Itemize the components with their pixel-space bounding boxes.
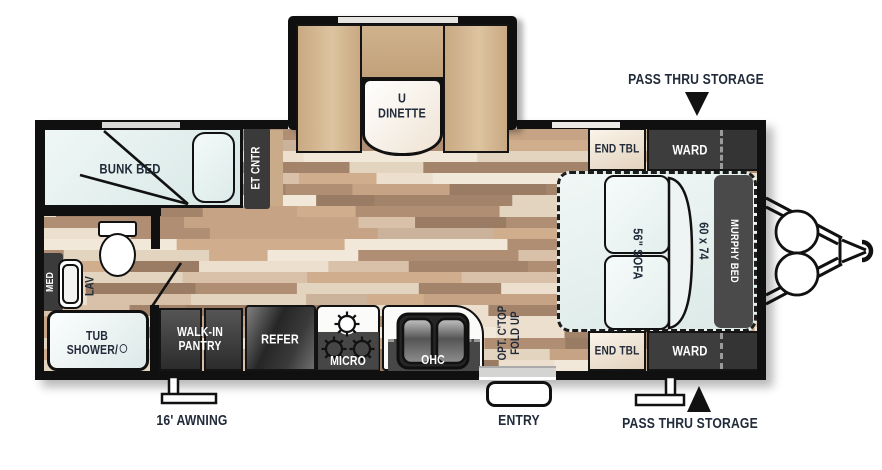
pass-thru-storage-top-label: PASS THRU STORAGE <box>628 71 764 88</box>
front-window <box>552 122 620 128</box>
awning-label: 16' AWNING <box>156 412 228 429</box>
arrow-down-icon <box>685 92 709 116</box>
awning-arm-left <box>160 375 218 405</box>
med-label: MED <box>44 271 57 293</box>
med-cabinet <box>40 253 63 311</box>
bunk-window <box>102 122 180 128</box>
end-table-bottom <box>588 331 646 371</box>
et-cntr-label: ET CNTR <box>250 146 263 190</box>
end-tbl-top-label: END TBL <box>594 141 640 156</box>
awning-arm-right <box>634 375 686 407</box>
wardrobe-top <box>647 128 757 171</box>
wardrobe-bottom-fold-section <box>720 333 757 369</box>
dinette-table <box>362 78 443 156</box>
entry-step <box>486 381 552 407</box>
dinette-bench-left <box>296 24 362 153</box>
sofa-cushion-top <box>604 175 670 254</box>
end-tbl-bottom-label: END TBL <box>594 343 640 358</box>
wardrobe-bottom <box>647 331 757 371</box>
wall-right <box>757 120 766 380</box>
sofa-label: 56" SOFA <box>630 228 646 280</box>
entry-threshold <box>479 366 556 377</box>
dinette-window <box>338 17 458 23</box>
hitch-a-frame <box>765 196 874 306</box>
opt-ctop-label: OPT. C'TOP FOLD UP <box>497 305 522 361</box>
ward-bottom-label: WARD <box>672 343 708 359</box>
lav-label: LAV <box>82 276 97 296</box>
wall-bath-lower <box>150 305 159 371</box>
murphy-bed-label: MURPHY BED <box>728 219 741 283</box>
ward-top-label: WARD <box>672 142 708 158</box>
toilet-bowl <box>99 233 136 277</box>
wall-top-right <box>517 120 757 129</box>
pass-thru-storage-bottom-label: PASS THRU STORAGE <box>622 415 758 432</box>
pantry-cabinet-1 <box>159 308 202 371</box>
end-table-top <box>588 128 646 171</box>
pantry-cabinet-2 <box>204 308 243 371</box>
hitch-coupler <box>861 239 874 263</box>
shower-head-icon <box>119 344 128 353</box>
wall-left <box>35 120 44 380</box>
dinette-bench-right <box>443 24 509 153</box>
bunk-bed-label: BUNK BED <box>99 161 161 177</box>
murphy-bed-size-label: 60 x 74 <box>696 222 712 260</box>
refrigerator <box>245 305 316 371</box>
refer-label: REFER <box>261 331 299 347</box>
wardrobe-top-fold-section <box>720 130 757 169</box>
et-cntr-counter <box>270 130 283 206</box>
micro-label: MICRO <box>330 354 366 368</box>
wall-bath-upper <box>151 207 160 249</box>
bunk-pillow <box>192 132 235 203</box>
wall-bottom-left <box>35 371 479 380</box>
propane-tanks <box>774 209 820 297</box>
tub-shower-label: TUB SHOWER/ <box>67 329 128 357</box>
wall-bottom-right <box>556 371 766 380</box>
arrow-up-icon <box>687 386 711 412</box>
entertainment-center <box>244 127 270 209</box>
murphy-bed-panel <box>714 175 753 328</box>
entry-label: ENTRY <box>498 412 540 429</box>
pantry-label: WALK-IN PANTRY <box>176 325 224 353</box>
wall-bunk-bottom <box>35 207 161 216</box>
tub-shower <box>47 310 149 371</box>
dinette-label: U DINETTE <box>378 90 426 120</box>
lav-sink-bowl <box>62 264 79 304</box>
ohc-label: OHC <box>421 353 445 367</box>
